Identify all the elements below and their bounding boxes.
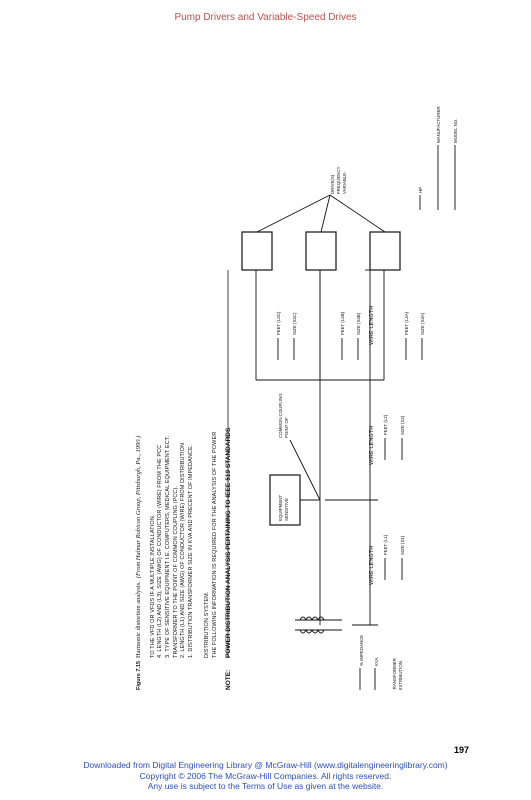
note-heading: POWER DISTRIBUTION ANALYSIS PERTAINING T… — [225, 427, 232, 658]
vfd-leader-a — [329, 194, 386, 233]
note-item-3: 3. TYPE OF SENSITIVE EQUIPMENT I.E. COMP… — [165, 435, 171, 658]
vfd-label-line2: FREQUENCY — [336, 166, 341, 194]
vfd-box-b — [305, 231, 337, 271]
note-item-1: 1. DISTRIBUTION TRANSFORMER SIZE IN KVA … — [188, 444, 194, 658]
hp-label: HP — [418, 187, 423, 193]
size-s3b-label: SIZE (S3B) — [356, 312, 361, 335]
feet-l3a-label: FEET (L3A) — [404, 311, 409, 335]
kva-label: KVA — [374, 657, 379, 666]
download-footer: Downloaded from Digital Engineering Libr… — [0, 760, 531, 792]
rotated-figure: DISTRIBUTION TRANSFORMER KVA % IMPEDANCE… — [120, 60, 460, 692]
transformer-label-line2: TRANSFORMER — [392, 658, 397, 690]
sensitive-equipment-box — [269, 474, 301, 526]
vfd-leader-b — [320, 194, 331, 233]
model-label: MODEL NO. — [453, 119, 458, 143]
footer-line-1[interactable]: Downloaded from Digital Engineering Libr… — [83, 760, 448, 771]
vfd-box-c — [241, 231, 273, 271]
sensitive-equipment-line1: SENSITIVE — [284, 498, 289, 521]
figure-label: Figure 7.15 — [136, 661, 142, 690]
running-header: Pump Drivers and Variable-Speed Drives — [174, 12, 357, 23]
feet-l3b-label: FEET (L3B) — [340, 311, 345, 335]
vfd-box-a — [369, 231, 401, 271]
size-s2-label: SIZE (S2) — [400, 415, 405, 435]
figure-svg: DISTRIBUTION TRANSFORMER KVA % IMPEDANCE… — [135, 106, 458, 692]
figure-landscape-group: DISTRIBUTION TRANSFORMER KVA % IMPEDANCE… — [135, 106, 458, 692]
size-s1-label: SIZE (S1) — [400, 535, 405, 555]
transformer-label-line1: DISTRIBUTION — [398, 661, 403, 690]
wire-length-label-1: WIRE LENGTH — [369, 546, 375, 585]
manufacturer-label: MANUFACTURER — [436, 106, 441, 143]
size-s3c-label: SIZE (S3C) — [292, 312, 297, 335]
pcc-label-line2: COMMON COUPLING — [278, 393, 283, 438]
figure-caption-text: Harmonic distortion analysis. — [135, 581, 142, 658]
feet-l2-label: FEET (L2) — [383, 414, 388, 435]
wire-length-label-3: WIRE LENGTH — [369, 306, 375, 345]
figure-caption: Figure 7.15 Harmonic distortion analysis.… — [135, 436, 142, 690]
figure-source: (From Halmar Robicon Group, Pittsburgh, … — [135, 436, 142, 578]
vfd-label-line1: VARIABLE- — [342, 171, 347, 194]
note-item-2b: TRANSFORMER TO THE POINT OF COMMON COUPL… — [173, 486, 179, 658]
wire-length-label-2: WIRE LENGTH — [369, 426, 375, 465]
page-number: 197 — [454, 745, 470, 755]
footer-line-2: Copyright © 2006 The McGraw-Hill Compani… — [139, 770, 392, 781]
pcc-label-line1: POINT OF — [284, 417, 289, 438]
sensitive-equipment-line2: EQUIPMENT — [278, 495, 283, 521]
note-intro-1: THE FOLLOWING INFORMATION IS REQUIRED FO… — [212, 432, 218, 658]
note-item-4: 4. LENGTH (L2) AND (L3), SIZE (AWG) OF C… — [157, 445, 163, 658]
vfd-label-line3: DRIVE(S) — [330, 174, 335, 194]
vfd-leader-c — [256, 194, 331, 233]
footer-line-3: Any use is subject to the Terms of Use a… — [147, 781, 384, 792]
pcc-leader — [289, 439, 321, 501]
feet-l1-label: FEET (L1) — [383, 534, 388, 555]
size-s3a-label: SIZE (S3A) — [420, 312, 425, 335]
note-title: NOTE: — [225, 670, 232, 690]
transformer-primary-coil — [299, 628, 325, 634]
note-intro-2: DISTRIBUTION SYSTEM. — [204, 591, 210, 658]
note-item-2: 2. LENGTH (L1) AND SIZE (AWG) OF CONDUCT… — [180, 443, 186, 658]
feet-l3c-label: FEET (L3C) — [276, 311, 281, 335]
impedance-label: % IMPEDANCE — [359, 635, 364, 666]
note-item-4b: TO THE VFD OR VFDS IF A MULTIPLE INSTALL… — [150, 514, 156, 658]
